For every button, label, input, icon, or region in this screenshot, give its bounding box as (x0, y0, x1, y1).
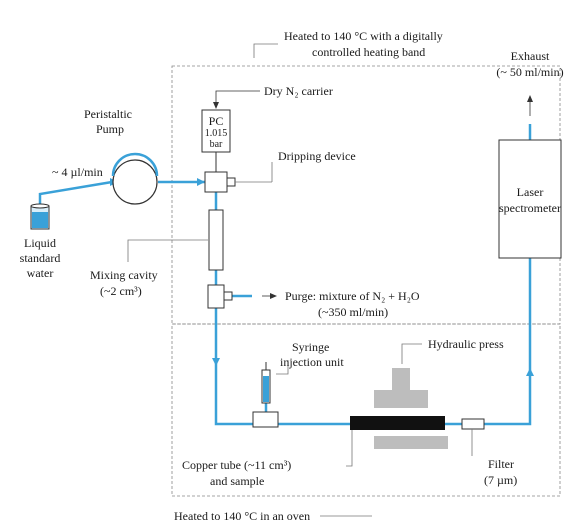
filter-size: (7 µm) (484, 473, 517, 487)
filter (461, 418, 485, 430)
flow-arrow-down (212, 358, 220, 366)
peristaltic-pump (111, 152, 159, 205)
heating-band-label-2: controlled heating band (312, 45, 425, 59)
pc-label: PC (209, 114, 224, 128)
pc-unit: bar (210, 139, 223, 150)
copper-tube-sample (350, 416, 445, 430)
oven-label: Heated to 140 °C in an oven (174, 509, 310, 523)
pc-value: 1.015 (205, 128, 228, 139)
peristaltic-label-2: Pump (96, 122, 124, 136)
copper-tube-label: Copper tube (~11 cm³) (182, 458, 291, 472)
laser-label-1: Laser (517, 185, 544, 199)
filter-label: Filter (488, 457, 514, 471)
liquid-label-1: Liquid (24, 236, 56, 250)
purge-tee (207, 284, 233, 309)
syringe-label-1: Syringe (292, 340, 329, 354)
purge-label: Purge: mixture of N₂ + H₂O (285, 289, 420, 303)
liquid-label-3: water (27, 266, 54, 280)
heating-band-label-1: Heated to 140 °C with a digitally (284, 29, 443, 43)
flow-arrow-up (526, 368, 534, 376)
copper-tube-sample-label: and sample (210, 474, 264, 488)
laser-label-2: spectrometer (499, 201, 561, 215)
tubing (38, 124, 532, 426)
dry-n2-label: Dry N₂ carrier (264, 84, 333, 98)
hydraulic-press (374, 368, 448, 449)
liquid-water-beaker (30, 203, 50, 230)
hydraulic-press-label: Hydraulic press (428, 337, 504, 351)
exhaust-label: Exhaust (511, 49, 550, 63)
syringe-label-2: injection unit (280, 355, 344, 369)
mixing-cavity-label: Mixing cavity (90, 268, 158, 282)
peristaltic-label-1: Peristaltic (84, 107, 132, 121)
flow-arrow-1 (197, 178, 205, 186)
laser-spectrometer (498, 139, 562, 259)
dripping-device-label: Dripping device (278, 149, 356, 163)
mixing-cavity-volume: (~2 cm³) (100, 284, 142, 298)
purge-flow: (~350 ml/min) (318, 305, 388, 319)
exhaust-flow: (~ 50 ml/min) (496, 65, 563, 79)
dripping-device (204, 171, 236, 193)
flow-rate-label: ~ 4 µl/min (52, 165, 103, 179)
mixing-cavity (208, 209, 224, 271)
syringe-injection-unit (252, 362, 279, 428)
liquid-label-2: standard (20, 251, 61, 265)
